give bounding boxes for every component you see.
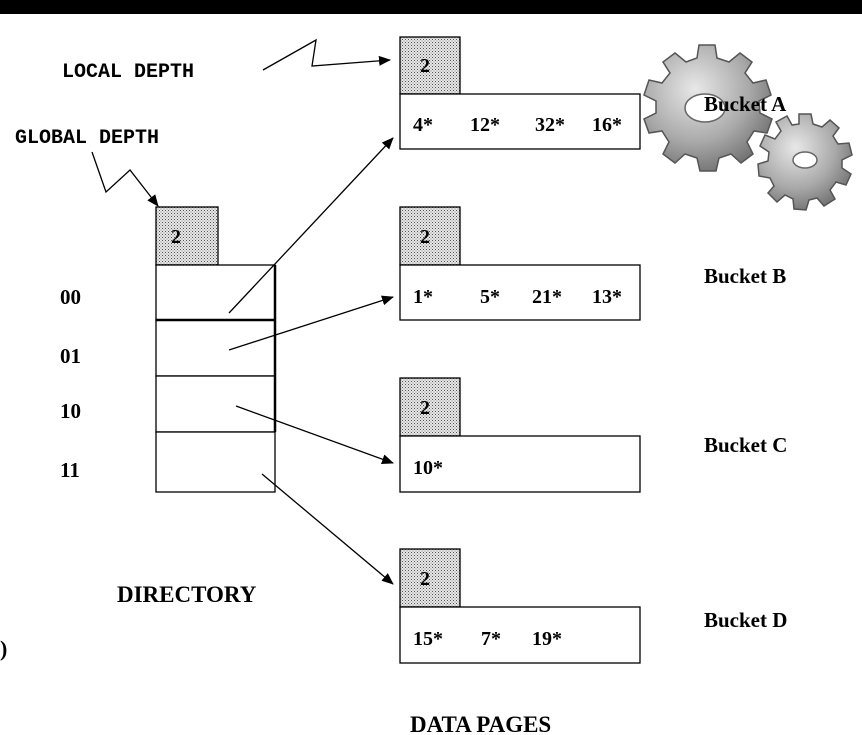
global-depth-value: 2 <box>171 226 181 248</box>
directory-slot <box>155 431 276 493</box>
data-pages-label: DATA PAGES <box>410 712 551 735</box>
local-depth-pointer <box>262 38 391 71</box>
directory-key: 01 <box>60 344 81 368</box>
directory <box>155 264 277 493</box>
directory-pointers <box>228 137 394 585</box>
bucket-item: 5* <box>480 286 500 308</box>
directory-key: 10 <box>60 399 81 423</box>
local-depth-box <box>399 548 461 608</box>
bucket-item: 1* <box>413 286 433 308</box>
directory-label: DIRECTORY <box>117 582 257 607</box>
local-depth-value: 2 <box>420 397 430 419</box>
bucket-item: 4* <box>413 114 433 136</box>
pointer-01-to-b <box>228 295 394 351</box>
bucket-d: 2 15* 7* 19* <box>399 548 641 664</box>
top-bar <box>0 0 862 14</box>
directory-slot <box>155 375 276 433</box>
pointer-10-to-c <box>235 405 394 464</box>
pointer-11-to-d <box>261 473 394 585</box>
bucket-name: Bucket A <box>704 92 787 116</box>
global-depth-pointer <box>91 151 159 207</box>
directory-slot <box>155 264 276 321</box>
bucket-item: 7* <box>481 628 501 650</box>
gears-icon <box>643 44 853 211</box>
local-depth-value: 2 <box>420 568 430 590</box>
bucket-c: 2 10* <box>399 377 641 493</box>
global-depth-label: GLOBAL DEPTH <box>15 127 159 150</box>
bucket-item: 21* <box>532 286 562 308</box>
directory-key: 00 <box>60 285 81 309</box>
stray-mark: ) <box>0 636 7 661</box>
bucket-page <box>399 93 641 150</box>
local-depth-value: 2 <box>420 226 430 248</box>
pointer-00-to-a <box>228 137 394 314</box>
bucket-name: Bucket D <box>704 608 787 632</box>
bucket-item: 16* <box>592 114 622 136</box>
bucket-name: Bucket C <box>704 433 787 457</box>
bucket-item: 32* <box>535 114 565 136</box>
bucket-a: 2 4* 12* 32* 16* <box>399 36 641 150</box>
local-depth-box <box>399 377 461 437</box>
bucket-item: 12* <box>470 114 500 136</box>
bucket-item: 15* <box>413 628 443 650</box>
bucket-page <box>399 264 641 321</box>
directory-key: 11 <box>60 458 80 482</box>
local-depth-label: LOCAL DEPTH <box>62 61 194 84</box>
bucket-item: 10* <box>413 457 443 479</box>
bucket-page <box>399 606 641 664</box>
directory-slot <box>155 319 276 377</box>
bucket-name: Bucket B <box>704 264 786 288</box>
local-depth-box <box>399 36 461 95</box>
bucket-item: 19* <box>532 628 562 650</box>
bucket-item: 13* <box>592 286 622 308</box>
local-depth-value: 2 <box>420 55 430 77</box>
local-depth-box <box>399 206 461 266</box>
bucket-b: 2 1* 5* 21* 13* <box>399 206 641 321</box>
global-depth-box <box>155 206 219 266</box>
bucket-page <box>399 435 641 493</box>
